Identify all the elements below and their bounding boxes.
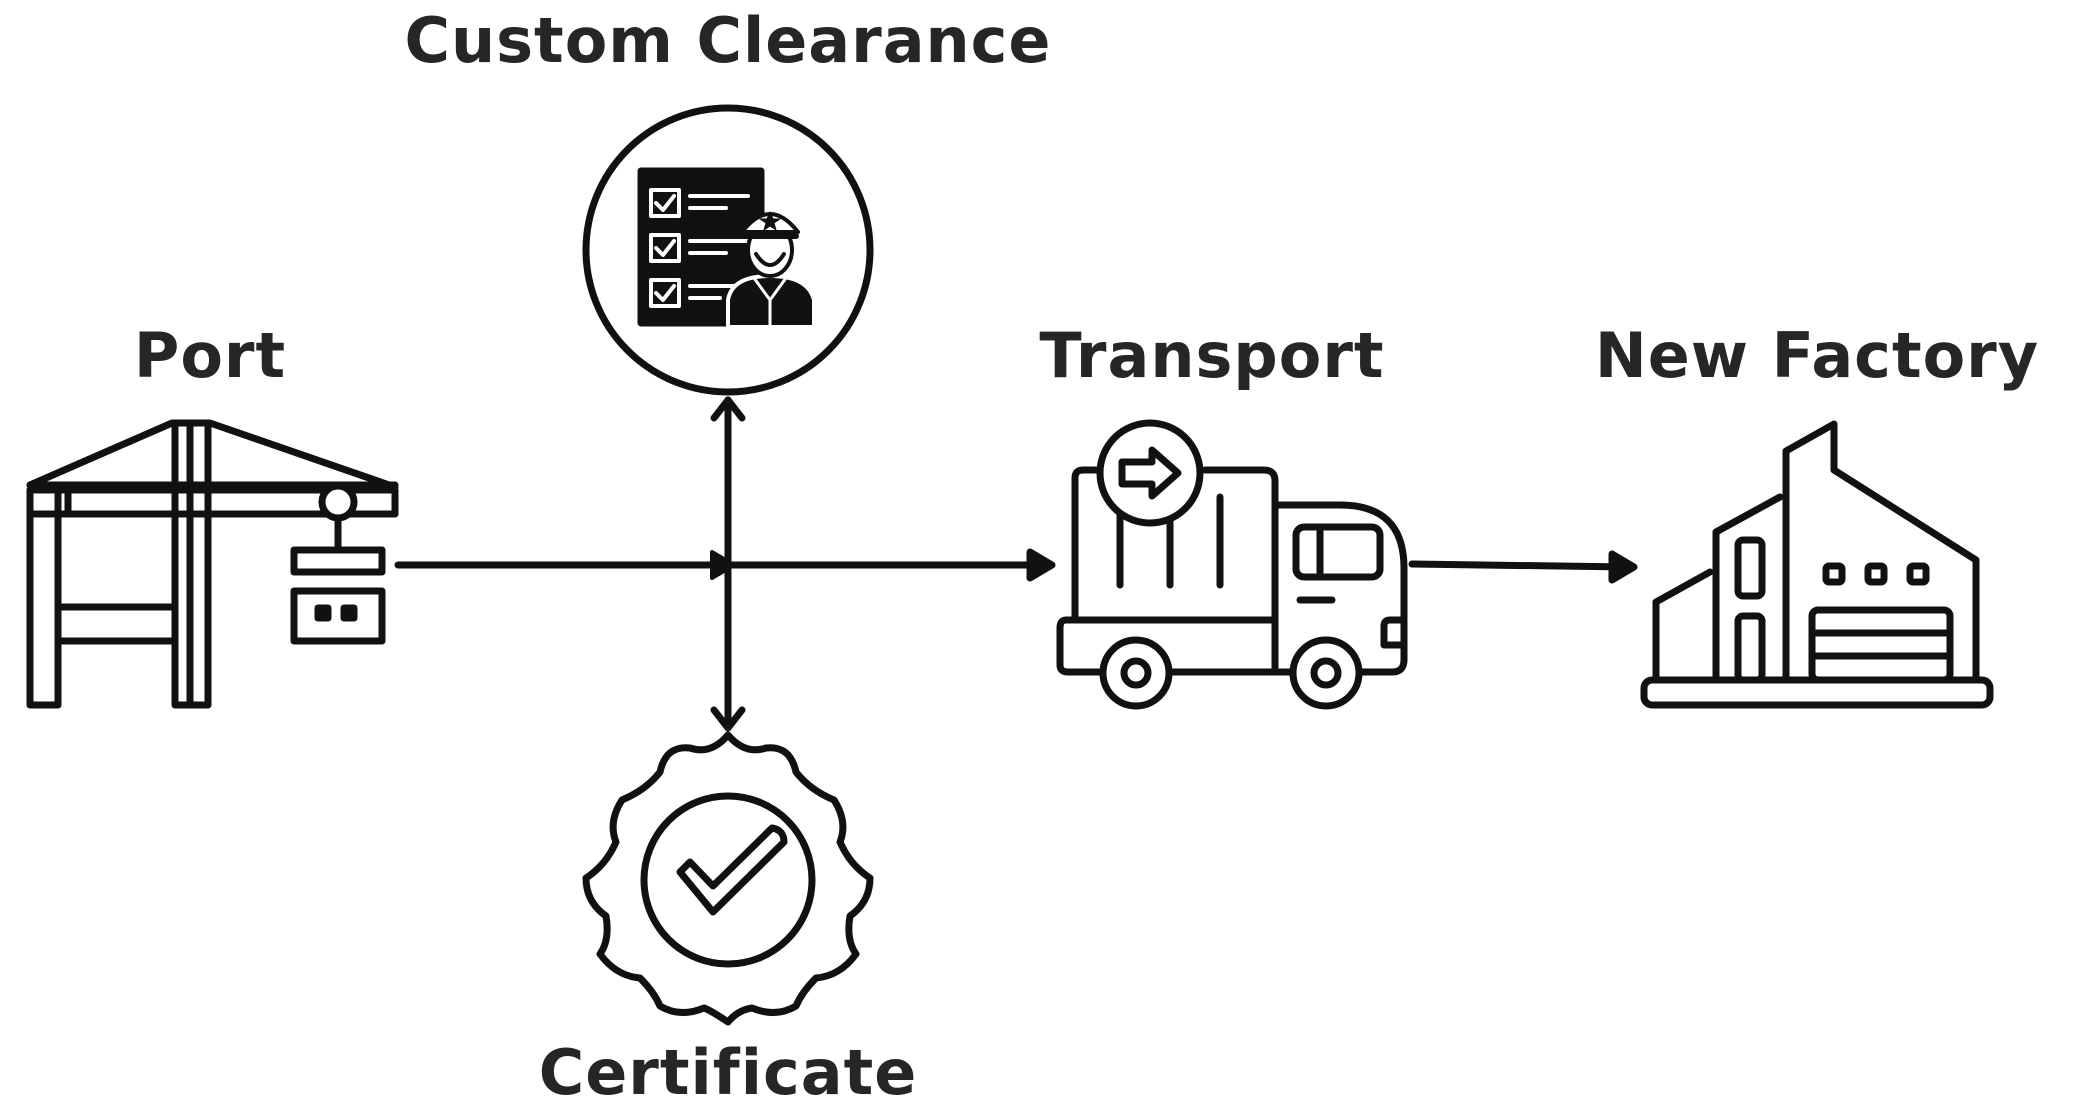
custom-clearance-label: Custom Clearance [404,4,1052,77]
certificate-label: Certificate [538,1036,918,1109]
certificate-badge-icon [582,731,874,1026]
connector-junction-to-certificate [710,561,746,732]
new-factory-label: New Factory [1594,319,2040,392]
delivery-truck-icon [1056,419,1408,710]
factory-building-icon [1640,420,1994,709]
connector-junction-to-custom-clearance [710,396,746,569]
junction-arrowhead [710,550,736,580]
connector-transport-to-factory [1408,550,1638,584]
transport-label: Transport [1039,319,1385,392]
port-crane-icon [26,419,399,709]
port-label: Port [133,319,287,392]
customs-officer-checklist-icon [582,104,874,396]
